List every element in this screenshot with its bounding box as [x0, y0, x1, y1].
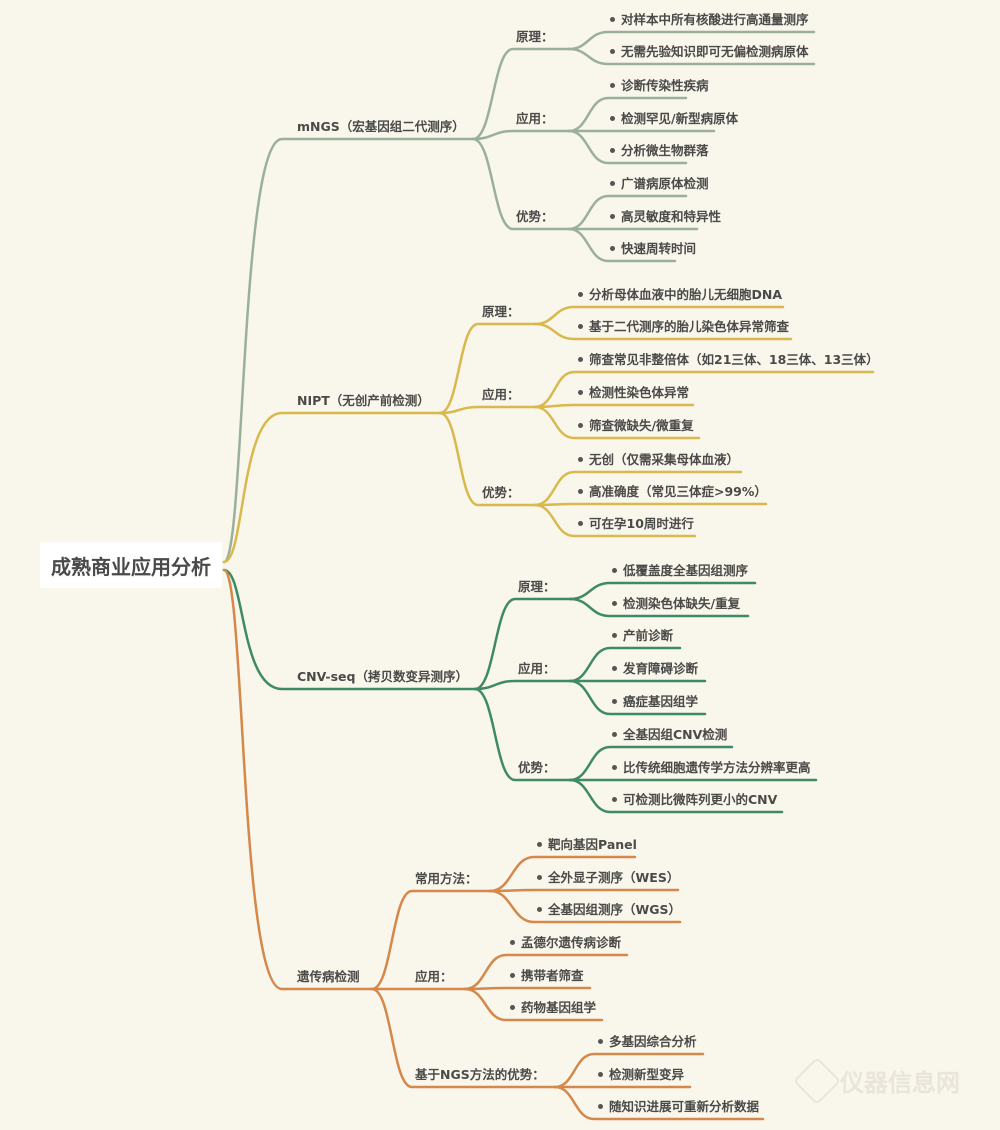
- leaf-connector: [568, 597, 750, 618]
- leaf-connector: [463, 987, 604, 1022]
- leaf-node[interactable]: 携带者筛查: [510, 968, 584, 984]
- leaf-node[interactable]: 无创（仅需采集母体血液）: [578, 452, 739, 468]
- leaf-connector: [533, 503, 697, 538]
- leaf-node[interactable]: 可检测比微阵列更小的CNV: [612, 792, 777, 808]
- root-node[interactable]: 成熟商业应用分析: [40, 542, 222, 588]
- sub-node[interactable]: 原理：: [518, 579, 556, 594]
- watermark: 仪器信息网: [792, 1056, 960, 1105]
- sub-node[interactable]: 基于NGS方法的优势：: [415, 1067, 545, 1082]
- leaf-node[interactable]: 检测新型变异: [598, 1067, 684, 1083]
- leaf-node[interactable]: 可在孕10周时进行: [578, 516, 694, 532]
- watermark-text: 仪器信息网: [840, 1069, 960, 1097]
- sub-connector: [473, 687, 572, 782]
- leaf-node[interactable]: 药物基因组学: [510, 1000, 596, 1016]
- leaf-node[interactable]: 产前诊断: [612, 628, 673, 644]
- branch-connector: [222, 137, 475, 564]
- sub-node[interactable]: 优势：: [516, 209, 554, 224]
- sub-connector: [370, 987, 557, 1089]
- leaf-connector: [533, 502, 768, 507]
- sub-node[interactable]: 应用：: [516, 111, 554, 126]
- sub-connector: [471, 129, 571, 141]
- branch-connector: [222, 411, 442, 564]
- leaf-connector: [488, 889, 682, 924]
- leaf-node[interactable]: 诊断传染性疾病: [610, 78, 709, 94]
- leaf-connector: [533, 322, 793, 341]
- leaf-connector: [567, 129, 688, 165]
- sub-connector: [471, 137, 571, 231]
- sub-node[interactable]: 应用：: [518, 661, 556, 676]
- sub-node[interactable]: 优势：: [518, 760, 556, 775]
- watermark-logo-icon: [792, 1056, 842, 1105]
- branch-node[interactable]: NIPT（无创产前检测）: [297, 393, 430, 408]
- leaf-node[interactable]: 检测罕见/新型病原体: [610, 111, 738, 127]
- leaf-node[interactable]: 高灵敏度和特异性: [610, 209, 721, 225]
- sub-node[interactable]: 常用方法：: [415, 871, 478, 886]
- leaf-node[interactable]: 全外显子测序（WES）: [537, 870, 679, 886]
- sub-connector: [471, 47, 571, 141]
- leaf-node[interactable]: 对样本中所有核酸进行高通量测序: [610, 12, 809, 28]
- leaf-node[interactable]: 检测染色体缺失/重复: [612, 596, 740, 612]
- leaf-node[interactable]: 癌症基因组学: [612, 694, 698, 710]
- leaf-node[interactable]: 分析微生物群落: [610, 143, 709, 159]
- leaf-connector: [488, 888, 680, 893]
- leaf-connector: [533, 403, 695, 409]
- branch-connector: [222, 568, 374, 991]
- leaf-node[interactable]: 全基因组测序（WGS）: [537, 902, 681, 918]
- leaf-node[interactable]: 检测性染色体异常: [578, 385, 689, 401]
- sub-connector: [438, 322, 537, 415]
- leaf-node[interactable]: 随知识进展可重新分析数据: [598, 1099, 759, 1115]
- leaf-node[interactable]: 快速周转时间: [610, 241, 696, 257]
- leaf-node[interactable]: 无需先验知识即可无偏检测病原体: [610, 44, 809, 60]
- leaf-node[interactable]: 筛查微缺失/微重复: [578, 418, 694, 434]
- leaf-node[interactable]: 靶向基因Panel: [537, 837, 637, 853]
- branch-node[interactable]: mNGS（宏基因组二代测序）: [297, 119, 465, 134]
- sub-node[interactable]: 原理：: [516, 29, 554, 44]
- leaf-connector: [568, 679, 707, 716]
- sub-node[interactable]: 应用：: [415, 969, 453, 984]
- sub-connector: [438, 411, 537, 507]
- leaf-connector: [567, 227, 677, 263]
- sub-connector: [370, 889, 492, 991]
- branch-node[interactable]: 遗传病检测: [297, 969, 360, 984]
- leaf-connector: [567, 47, 816, 66]
- leaf-connector: [553, 1085, 765, 1121]
- leaf-node[interactable]: 筛查常见非整倍体（如21三体、18三体、13三体）: [578, 352, 879, 368]
- leaf-node[interactable]: 多基因综合分析: [598, 1034, 697, 1050]
- leaf-connector: [568, 778, 784, 814]
- leaf-connector: [463, 986, 592, 991]
- leaf-node[interactable]: 基于二代测序的胎儿染色体异常筛查: [578, 319, 789, 335]
- leaf-node[interactable]: 全基因组CNV检测: [612, 727, 727, 743]
- branch-node[interactable]: CNV-seq（拷贝数变异测序）: [297, 669, 468, 684]
- leaf-node[interactable]: 高准确度（常见三体症>99%）: [578, 484, 767, 500]
- leaf-node[interactable]: 比传统细胞遗传学方法分辨率更高: [612, 760, 811, 776]
- leaf-node[interactable]: 分析母体血液中的胎儿无细胞DNA: [578, 287, 782, 303]
- leaf-node[interactable]: 低覆盖度全基因组测序: [612, 563, 748, 579]
- branch-connector: [222, 568, 477, 691]
- sub-node[interactable]: 原理：: [482, 304, 520, 319]
- leaf-connector: [533, 405, 701, 440]
- sub-node[interactable]: 应用：: [482, 387, 520, 402]
- leaf-node[interactable]: 发育障碍诊断: [612, 661, 698, 677]
- sub-connector: [438, 405, 537, 415]
- sub-connector: [473, 679, 572, 691]
- leaf-node[interactable]: 孟德尔遗传病诊断: [510, 935, 621, 951]
- sub-node[interactable]: 优势：: [482, 485, 520, 500]
- leaf-node[interactable]: 广谱病原体检测: [610, 176, 709, 192]
- sub-connector: [473, 597, 572, 691]
